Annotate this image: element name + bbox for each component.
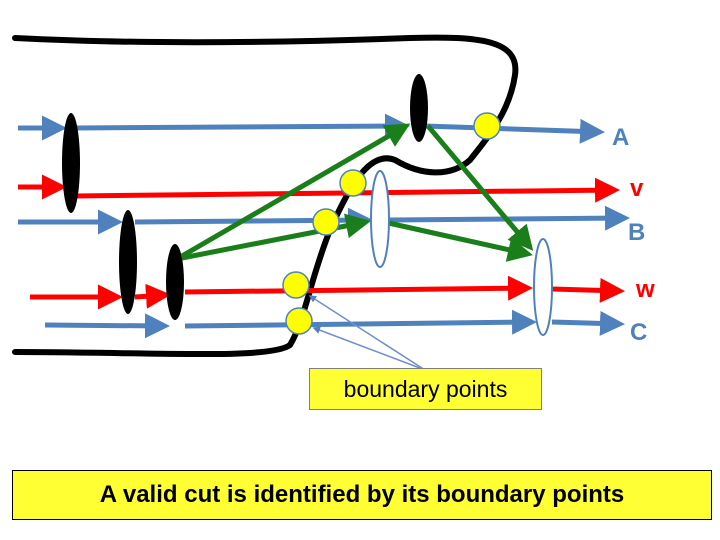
lane-label-w: w <box>635 276 655 303</box>
caption-text: A valid cut is identified by its boundar… <box>99 481 625 508</box>
dependency-arrow-1 <box>180 123 411 259</box>
boundary-points-callout: boundary points <box>309 368 542 410</box>
event-hollow-2 <box>533 238 553 336</box>
event-filled-4 <box>410 74 428 142</box>
callout-text: boundary points <box>343 375 508 402</box>
lane-c-arrow-2 <box>184 309 537 335</box>
event-filled-3 <box>166 244 184 320</box>
lane-w-arrow-3 <box>184 275 533 301</box>
boundary-point-w <box>282 271 310 299</box>
event-filled-2 <box>119 210 137 314</box>
lane-w-arrow-4 <box>551 277 625 303</box>
event-filled-1 <box>62 113 80 213</box>
lane-c-arrow-3 <box>551 310 625 336</box>
cut-boundary-line <box>12 34 519 358</box>
boundary-point-b <box>312 208 340 236</box>
caption-box: A valid cut is identified by its boundar… <box>12 470 712 520</box>
lane-w-arrow-2 <box>134 283 171 309</box>
lane-label-v: v <box>630 175 644 202</box>
dependency-arrow-4 <box>383 219 533 262</box>
callout-pointer-1 <box>308 295 426 371</box>
event-hollow-1 <box>370 170 390 268</box>
lane-c-arrow-1 <box>44 313 170 339</box>
boundary-point-c <box>285 307 313 335</box>
dependency-arrow-3 <box>426 124 534 251</box>
lane-label-c: C <box>630 319 647 346</box>
callout-pointer-2 <box>312 326 426 371</box>
lane-a-arrow-3 <box>424 118 605 144</box>
lane-label-a: A <box>612 124 629 151</box>
lane-a-arrow-2 <box>74 113 410 139</box>
lane-label-b: B <box>628 219 645 246</box>
boundary-point-v <box>339 169 367 197</box>
boundary-point-a <box>473 112 501 140</box>
